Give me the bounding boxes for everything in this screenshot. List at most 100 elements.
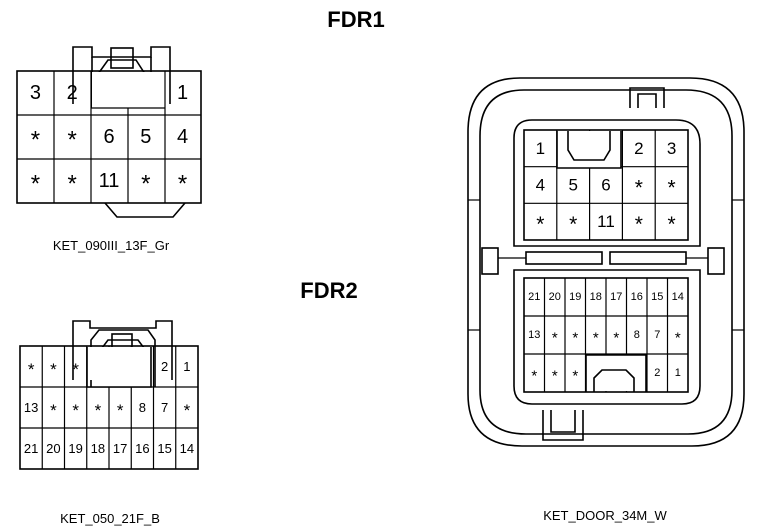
empty-cavity-mark: * xyxy=(117,401,124,420)
connector-34m-lower-key-well xyxy=(585,354,647,392)
pin-number: 2 xyxy=(654,367,660,379)
pin-number: 13 xyxy=(24,400,38,415)
connector-13f-body xyxy=(16,70,202,204)
connector-34m-lower-housing xyxy=(513,269,701,405)
empty-cavity-mark: * xyxy=(50,360,57,379)
pin-number: 2 xyxy=(67,82,78,104)
pin-number: 1 xyxy=(177,82,188,104)
pin-number: 5 xyxy=(140,126,151,148)
pin-number: 4 xyxy=(536,176,545,195)
pin-number: 15 xyxy=(651,291,663,303)
empty-cavity-mark: * xyxy=(31,127,40,154)
empty-cavity-mark: * xyxy=(668,177,676,200)
pin-number: 16 xyxy=(631,291,643,303)
empty-cavity-mark: * xyxy=(72,401,79,420)
connector-13f-latch-tab xyxy=(110,47,134,69)
connector-34m-left-latch xyxy=(481,247,499,275)
pin-number: 20 xyxy=(549,291,561,303)
pin-number: 3 xyxy=(667,139,676,158)
pin-number: 3 xyxy=(30,82,41,104)
pin-number: 17 xyxy=(113,441,127,456)
connector-34m-top-key xyxy=(629,87,665,108)
pin-number: 11 xyxy=(99,170,120,192)
connector-21f-latch-well xyxy=(86,347,152,388)
empty-cavity-mark: * xyxy=(593,330,599,347)
pin-number: 7 xyxy=(654,329,660,341)
empty-cavity-mark: * xyxy=(531,368,537,385)
connector-13f-latch-outer xyxy=(72,46,171,104)
connector-34m-top-key-inner xyxy=(637,93,657,108)
empty-cavity-mark: * xyxy=(95,401,102,420)
connector-34m-upper-key-gap xyxy=(557,131,621,168)
empty-cavity-mark: * xyxy=(536,213,544,236)
empty-cavity-mark: * xyxy=(141,171,150,198)
connector-21f-latch-outer xyxy=(72,320,173,380)
connector-34m-outer-shroud xyxy=(467,77,745,447)
pin-number: 19 xyxy=(68,441,82,456)
connector-34m-upper-key-well xyxy=(556,131,622,169)
pin-number: 14 xyxy=(672,291,684,303)
fdr1-title: FDR1 xyxy=(327,7,384,32)
empty-cavity-mark: * xyxy=(635,213,643,236)
pin-number: 1 xyxy=(183,359,190,374)
empty-cavity-mark: * xyxy=(635,177,643,200)
connector-13f-bottom-tab xyxy=(104,202,186,218)
empty-cavity-mark: * xyxy=(668,213,676,236)
pin-number: 1 xyxy=(675,367,681,379)
pin-number: 13 xyxy=(528,329,540,341)
empty-cavity-mark: * xyxy=(50,401,57,420)
connector-34m-lower-key xyxy=(593,369,635,392)
pin-number: 15 xyxy=(157,441,171,456)
connector-21f-label: KET_050_21F_B xyxy=(60,511,160,526)
empty-cavity-mark: * xyxy=(552,368,558,385)
connector-21f-grid xyxy=(20,346,198,469)
empty-cavity-mark: * xyxy=(68,127,77,154)
connector-34m-inner-shroud xyxy=(479,89,733,435)
pin-number: 5 xyxy=(568,176,577,195)
connector-34m-lower-key-gap xyxy=(586,355,646,391)
fdr2-title: FDR2 xyxy=(300,278,357,303)
pin-number: 2 xyxy=(161,359,168,374)
empty-cavity-mark: * xyxy=(184,401,191,420)
empty-cavity-mark: * xyxy=(31,171,40,198)
connector-34m-upper-grid xyxy=(523,129,689,241)
connector-21f-latch-gap xyxy=(87,347,151,387)
pin-number: 18 xyxy=(91,441,105,456)
empty-cavity-mark: * xyxy=(572,330,578,347)
connector-34m-bottom-key-inner xyxy=(550,410,576,433)
connector-34m-divider-left xyxy=(525,251,603,265)
connector-13f-latch-gap xyxy=(92,72,164,108)
pin-number: 20 xyxy=(46,441,60,456)
empty-cavity-mark: * xyxy=(675,330,681,347)
connector-34m-bottom-key xyxy=(542,410,584,441)
pin-number: 8 xyxy=(139,400,146,415)
empty-cavity-mark: * xyxy=(28,360,35,379)
pin-number: 7 xyxy=(161,400,168,415)
empty-cavity-mark: * xyxy=(552,330,558,347)
pin-number: 21 xyxy=(24,441,38,456)
pin-number: 6 xyxy=(601,176,610,195)
connector-34m-label: KET_DOOR_34M_W xyxy=(543,508,667,523)
connector-21f-latch-legs xyxy=(90,380,156,387)
pin-number: 17 xyxy=(610,291,622,303)
connector-34m-upper-housing xyxy=(513,119,701,247)
pin-number: 21 xyxy=(528,291,540,303)
pin-number: 11 xyxy=(597,212,615,231)
empty-cavity-mark: * xyxy=(613,330,619,347)
pin-number: 16 xyxy=(135,441,149,456)
connector-13f-label: KET_090III_13F_Gr xyxy=(53,238,170,253)
pin-number: 14 xyxy=(180,441,194,456)
pin-number: 6 xyxy=(103,126,114,148)
empty-cavity-mark: * xyxy=(572,368,578,385)
empty-cavity-mark: * xyxy=(72,360,79,379)
connector-34m-divider-right xyxy=(609,251,687,265)
